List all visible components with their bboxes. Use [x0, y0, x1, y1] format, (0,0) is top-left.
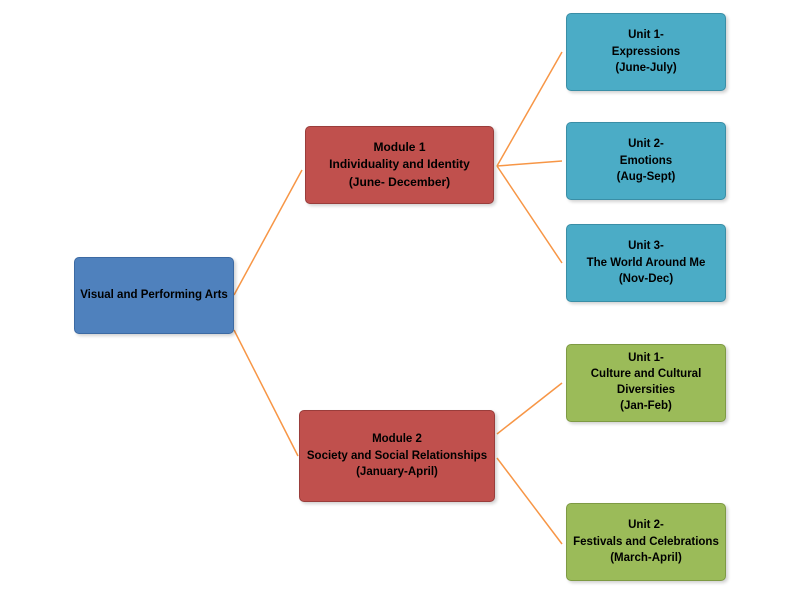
- unit-dates: (Jan-Feb): [620, 399, 672, 412]
- unit-name: The World Around Me: [586, 256, 706, 269]
- module-1-unit-2-node: Unit 2- Emotions (Aug-Sept): [566, 122, 726, 200]
- unit-title: Unit 2-: [628, 518, 664, 531]
- module-2-node: Module 2 Society and Social Relationship…: [299, 410, 495, 502]
- connector-root-module2: [233, 329, 299, 457]
- unit-title: Unit 1-: [628, 28, 664, 41]
- unit-dates: (Aug-Sept): [616, 171, 676, 184]
- module-1-dates: (June- December): [348, 174, 451, 189]
- unit-dates: (Nov-Dec): [618, 273, 674, 286]
- root-label: Visual and Performing Arts: [80, 289, 228, 302]
- unit-dates: (June-July): [615, 62, 677, 75]
- module-1-unit-1-node: Unit 1- Expressions (June-July): [566, 13, 726, 91]
- unit-name-continued: Diversities: [616, 384, 676, 396]
- connector-module1-unit1: [496, 51, 563, 167]
- module-2-subtitle: Society and Social Relationships: [306, 449, 488, 462]
- connector-module2-unit2: [496, 457, 563, 545]
- unit-name: Expressions: [611, 45, 681, 58]
- unit-dates: (March-April): [610, 552, 682, 565]
- connector-module1-unit3: [496, 165, 563, 264]
- connector-root-module1: [233, 169, 303, 296]
- unit-title: Unit 1-: [628, 352, 664, 365]
- unit-name: Culture and Cultural: [590, 368, 702, 381]
- module-1-title: Module 1: [373, 139, 426, 154]
- unit-title: Unit 3-: [628, 239, 664, 252]
- unit-name: Festivals and Celebrations: [573, 535, 719, 548]
- module-1-node: Module 1 Individuality and Identity (Jun…: [305, 126, 494, 204]
- module-1-subtitle: Individuality and Identity: [329, 157, 470, 172]
- module-2-unit-1-node: Unit 1- Culture and Cultural Diversities…: [566, 344, 726, 422]
- module-2-dates: (January-April): [356, 466, 438, 479]
- connector-module2-unit1: [496, 382, 563, 435]
- module-1-unit-3-node: Unit 3- The World Around Me (Nov-Dec): [566, 224, 726, 302]
- unit-name: Emotions: [619, 154, 673, 167]
- root-node: Visual and Performing Arts: [74, 257, 234, 334]
- module-2-title: Module 2: [372, 432, 422, 445]
- connector-module1-unit2: [496, 160, 563, 167]
- unit-title: Unit 2-: [628, 137, 664, 150]
- module-2-unit-2-node: Unit 2- Festivals and Celebrations (Marc…: [566, 503, 726, 581]
